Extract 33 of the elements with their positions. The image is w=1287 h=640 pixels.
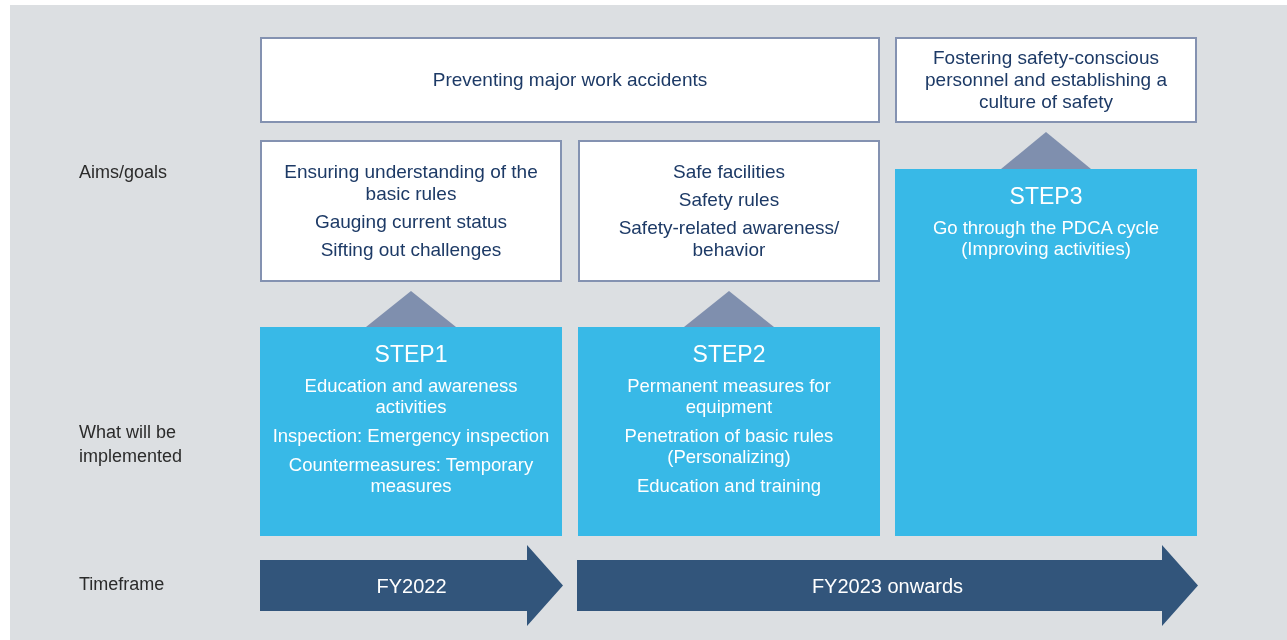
box-text: Education and awareness activities	[303, 375, 519, 417]
step-box	[260, 327, 562, 536]
timeframe-label: FY2022	[376, 574, 447, 597]
box-text: Gauging current status	[314, 211, 508, 233]
box-text: Inspection: Emergency inspection	[272, 425, 550, 446]
goal-box	[895, 37, 1197, 123]
step-heading: STEP2	[692, 341, 766, 367]
box-text: Safe facilities	[673, 161, 785, 183]
step-heading: STEP1	[374, 341, 448, 367]
triangle-arrow	[684, 291, 774, 327]
box-text: Safety-related awareness/ behavior	[617, 217, 841, 261]
row-label: Aims/goals	[79, 161, 169, 184]
box-text: Sifting out challenges	[320, 239, 502, 261]
box-text: Permanent measures for equipment	[626, 375, 832, 417]
box-text: Fostering safety-conscious personnel and establishing a culture of safety	[924, 47, 1168, 113]
box-text: Education and training	[636, 475, 822, 496]
box-text: Penetration of basic rules (Personalizing)	[623, 425, 835, 467]
step-heading: STEP3	[1009, 183, 1083, 209]
row-label: Timeframe	[79, 573, 166, 596]
row-label: What will be implemented	[79, 421, 184, 468]
timeframe-label: FY2023 onwards	[811, 574, 964, 597]
box-text: Preventing major work accidents	[432, 69, 708, 91]
aim-box	[578, 140, 880, 282]
triangle-arrow	[1001, 132, 1091, 169]
triangle-arrow	[366, 291, 456, 327]
box-text: Go through the PDCA cycle (Improving activities)	[931, 217, 1161, 259]
goal-box	[260, 37, 880, 123]
box-text: Safety rules	[678, 189, 780, 211]
box-text: Ensuring understanding of the basic rules	[283, 161, 539, 205]
step-box	[578, 327, 880, 536]
step-box	[895, 169, 1197, 536]
box-text: Countermeasures: Temporary measures	[287, 454, 535, 496]
aim-box	[260, 140, 562, 282]
